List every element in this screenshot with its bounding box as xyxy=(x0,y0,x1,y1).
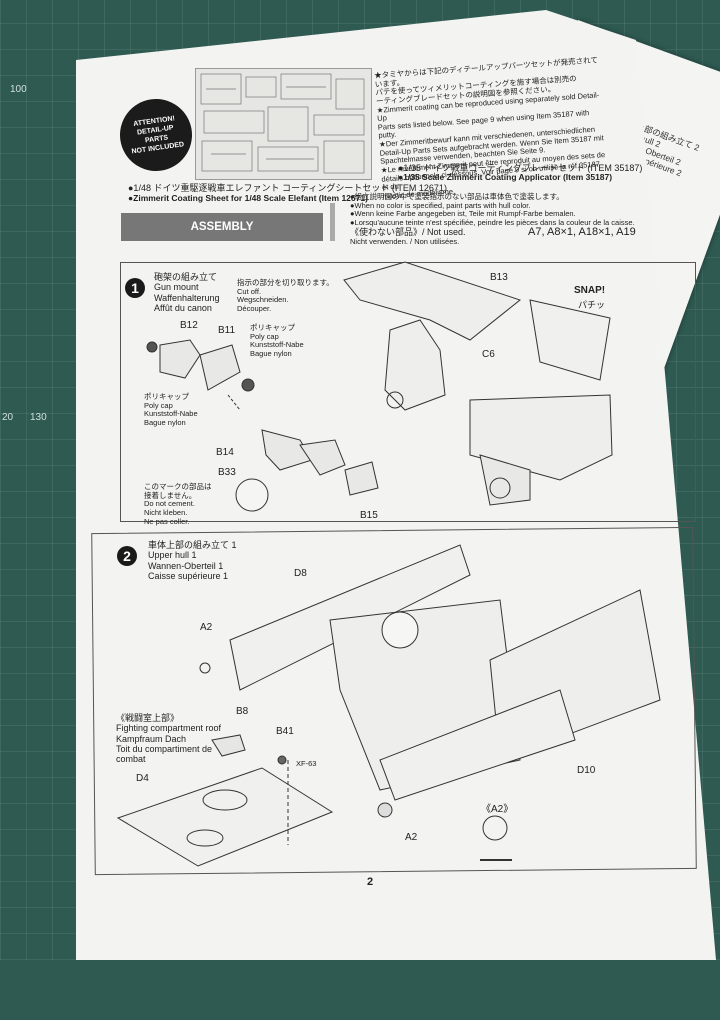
label-b12: B12 xyxy=(180,320,198,331)
paint-note-2: ●When no color is specified, paint parts… xyxy=(350,200,531,210)
snap-label: SNAP! xyxy=(574,285,606,296)
page-number: 2 xyxy=(367,876,374,888)
not-used-parts: A7, A8×1, A18×1, A19 xyxy=(528,226,636,238)
label-b41: B41 xyxy=(276,726,294,737)
not-used-label: 《使わない部品》/ Not used. A7, A8×1, A18×1, A19 xyxy=(350,226,636,238)
zimmerit-sheet-en: ●Zimmerit Coating Sheet for 1/48 Scale E… xyxy=(128,193,368,203)
paint-note-1: ●組立説明図の中で塗装指示のない部品は車体色で塗装します。 xyxy=(350,192,564,201)
ruler-mark-130: 130 xyxy=(30,412,47,423)
snap-label-ja: パチッ xyxy=(578,300,606,310)
label-b13: B13 xyxy=(490,272,508,283)
step-2-title-de: Wannen-Oberteil 1 xyxy=(148,560,224,571)
step-1-title-ja: 砲架の組み立て xyxy=(154,272,218,282)
step-2-title-en: Upper hull 1 xyxy=(148,550,197,561)
label-b14: B14 xyxy=(216,447,234,458)
label-d4: D4 xyxy=(136,773,149,784)
ruler-mark-100: 100 xyxy=(10,84,27,95)
ruler-mark-20: 20 xyxy=(2,412,14,423)
assembly-banner: ASSEMBLY xyxy=(121,213,323,241)
label-a2-detail: 《A2》 xyxy=(481,804,514,815)
label-b33: B33 xyxy=(218,467,236,478)
paint-xf63: XF-63 xyxy=(296,759,317,768)
label-b8: B8 xyxy=(236,706,249,717)
step-2-number: 2 xyxy=(117,546,137,566)
step-1-title-de: Waffenhalterung xyxy=(154,292,220,303)
photo-etch-drawing xyxy=(200,73,365,174)
assembly-line-drawings xyxy=(116,261,661,867)
step-1-title: 砲架の組み立て Gun mount Waffenhalterung Affût … xyxy=(154,272,220,313)
label-b15: B15 xyxy=(360,510,378,521)
step-2-title-ja: 車体上部の組み立て 1 xyxy=(148,540,237,550)
paint-bottle-icon xyxy=(330,203,335,241)
paint-note-3: ●Wenn keine Farbe angegeben ist, Teile m… xyxy=(350,209,576,219)
paint-note-4: ●Lorsqu'aucune teinte n'est spécifiée, p… xyxy=(350,217,635,227)
label-c6: C6 xyxy=(482,349,495,360)
label-b11: B11 xyxy=(218,325,236,336)
label-d8: D8 xyxy=(294,568,307,579)
cut-off-note: 指示の部分を切り取ります。Cut off.Wegschneiden.Découp… xyxy=(237,278,334,313)
step-1-title-fr: Affût du canon xyxy=(154,303,212,314)
step-2-title-fr: Caisse supérieure 1 xyxy=(148,571,229,582)
step-2-title: 車体上部の組み立て 1 Upper hull 1 Wannen-Oberteil… xyxy=(148,540,237,581)
label-a2: A2 xyxy=(200,622,213,633)
applicator-en: ●1/35 Scale Zimmerit Coating Applicator … xyxy=(398,172,613,182)
label-a2-lower: A2 xyxy=(405,832,418,843)
paint-notes: ●組立説明図の中で塗装指示のない部品は車体色で塗装します。 ●When no c… xyxy=(350,192,635,228)
not-used-translation: Nicht verwenden. / Non utilisées. xyxy=(350,237,460,246)
photo-etch-sheet-image xyxy=(195,68,372,180)
zimmerit-sheet-ja: ●1/48 ドイツ重駆逐戦車エレファント コーティングシートセット (ITEM … xyxy=(128,183,447,193)
label-d10: D10 xyxy=(577,765,596,776)
do-not-cement-note: このマークの部品は接着しません。Do not cement.Nicht kleb… xyxy=(144,482,212,526)
step-1-number: 1 xyxy=(125,278,145,298)
applicator-ja: ●1/35 ドイツ戦車コーティングブレードセット (ITEM 35187) xyxy=(398,163,643,173)
step-1-title-en: Gun mount xyxy=(154,282,199,293)
